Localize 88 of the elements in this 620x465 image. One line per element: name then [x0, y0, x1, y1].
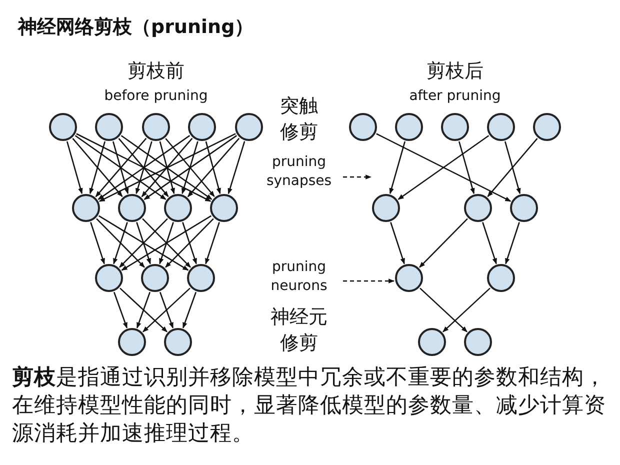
neuron-circle	[118, 194, 146, 222]
neuron-circle	[464, 328, 492, 356]
arrow	[505, 222, 520, 264]
arrow	[398, 135, 490, 200]
neuron-circle	[49, 113, 77, 141]
arrow	[165, 138, 215, 197]
arrow	[98, 133, 236, 202]
neuron-circle	[235, 113, 263, 141]
arrow	[159, 222, 174, 264]
arrow	[182, 141, 198, 194]
neuron-circle	[510, 194, 538, 222]
arrow	[487, 138, 538, 198]
arrow	[98, 215, 189, 271]
arrow	[187, 138, 240, 198]
arrow	[119, 218, 168, 268]
annotation-text: pruning synapses	[265, 153, 333, 191]
arrow	[458, 141, 475, 194]
arrow	[165, 218, 214, 268]
arrow	[228, 141, 246, 194]
arrow	[120, 135, 212, 200]
arrow	[136, 222, 151, 264]
caption: 剪枝是指通过识别并移除模型中冗余或不重要的参数和结构，在维持模型性能的同时，显著降低模型的参数量、减少计算资源消耗并加速推理过程。	[12, 364, 607, 448]
arrow	[205, 222, 220, 264]
annotation-text: pruning neurons	[270, 258, 328, 296]
neuron-circle	[418, 328, 446, 356]
neuron-circle	[464, 194, 492, 222]
neuron-circle	[141, 264, 169, 292]
neuron-circle	[395, 113, 423, 141]
arrow	[142, 218, 191, 268]
arrow	[66, 141, 83, 194]
section-heading: 剪枝后	[426, 59, 484, 84]
neuron-circle	[441, 113, 469, 141]
neuron-circle	[349, 113, 377, 141]
section-subheading: after pruning	[408, 88, 502, 104]
section-subheading: before pruning	[103, 88, 209, 104]
arrow	[90, 222, 105, 264]
neuron-circle	[95, 113, 123, 141]
title: 神经网络剪枝（pruning）	[18, 15, 254, 40]
neuron-circle	[533, 113, 561, 141]
neuron-circle	[95, 264, 123, 292]
neuron-circle	[372, 194, 400, 222]
arrow	[389, 141, 406, 194]
arrow	[113, 292, 128, 328]
section-heading: 剪枝前	[126, 59, 186, 84]
arrow	[376, 133, 512, 202]
arrow	[72, 138, 123, 198]
arrow	[113, 222, 128, 264]
arrow	[112, 141, 129, 194]
neuron-circle	[487, 264, 515, 292]
arrow	[136, 141, 152, 194]
arrow	[74, 135, 166, 200]
annotation-text: 突触修剪	[279, 94, 319, 145]
neuron-circle	[142, 113, 170, 141]
neuron-circle	[487, 113, 515, 141]
neuron-circle	[164, 194, 192, 222]
arrow	[504, 141, 521, 194]
dashed-arrow	[343, 278, 395, 284]
arrow	[182, 292, 197, 328]
neuron-circle	[395, 264, 423, 292]
arrow	[98, 135, 190, 200]
arrow	[390, 222, 405, 264]
neuron-circle	[72, 194, 100, 222]
arrow	[136, 292, 151, 328]
arrow	[96, 218, 145, 268]
arrow	[121, 215, 212, 271]
arrow	[120, 288, 168, 332]
arrow	[89, 141, 106, 194]
dashed-arrow	[343, 174, 372, 180]
neuron-circle	[118, 328, 146, 356]
neuron-circle	[188, 113, 216, 141]
arrow	[159, 141, 175, 194]
arrow	[142, 288, 190, 332]
arrow	[76, 133, 212, 202]
arrow	[118, 138, 169, 198]
arrow	[159, 292, 174, 328]
arrow	[420, 288, 468, 332]
neuron-circle	[164, 328, 192, 356]
arrow	[141, 138, 193, 198]
arrow	[182, 222, 197, 264]
neuron-circle	[210, 194, 238, 222]
arrow	[144, 135, 238, 200]
arrow	[95, 138, 147, 198]
arrow	[419, 218, 468, 268]
annotation-text: 神经元修剪	[270, 305, 328, 356]
arrow	[442, 288, 490, 332]
neuron-circle	[187, 264, 215, 292]
arrow	[482, 222, 497, 264]
arrow	[205, 141, 221, 194]
